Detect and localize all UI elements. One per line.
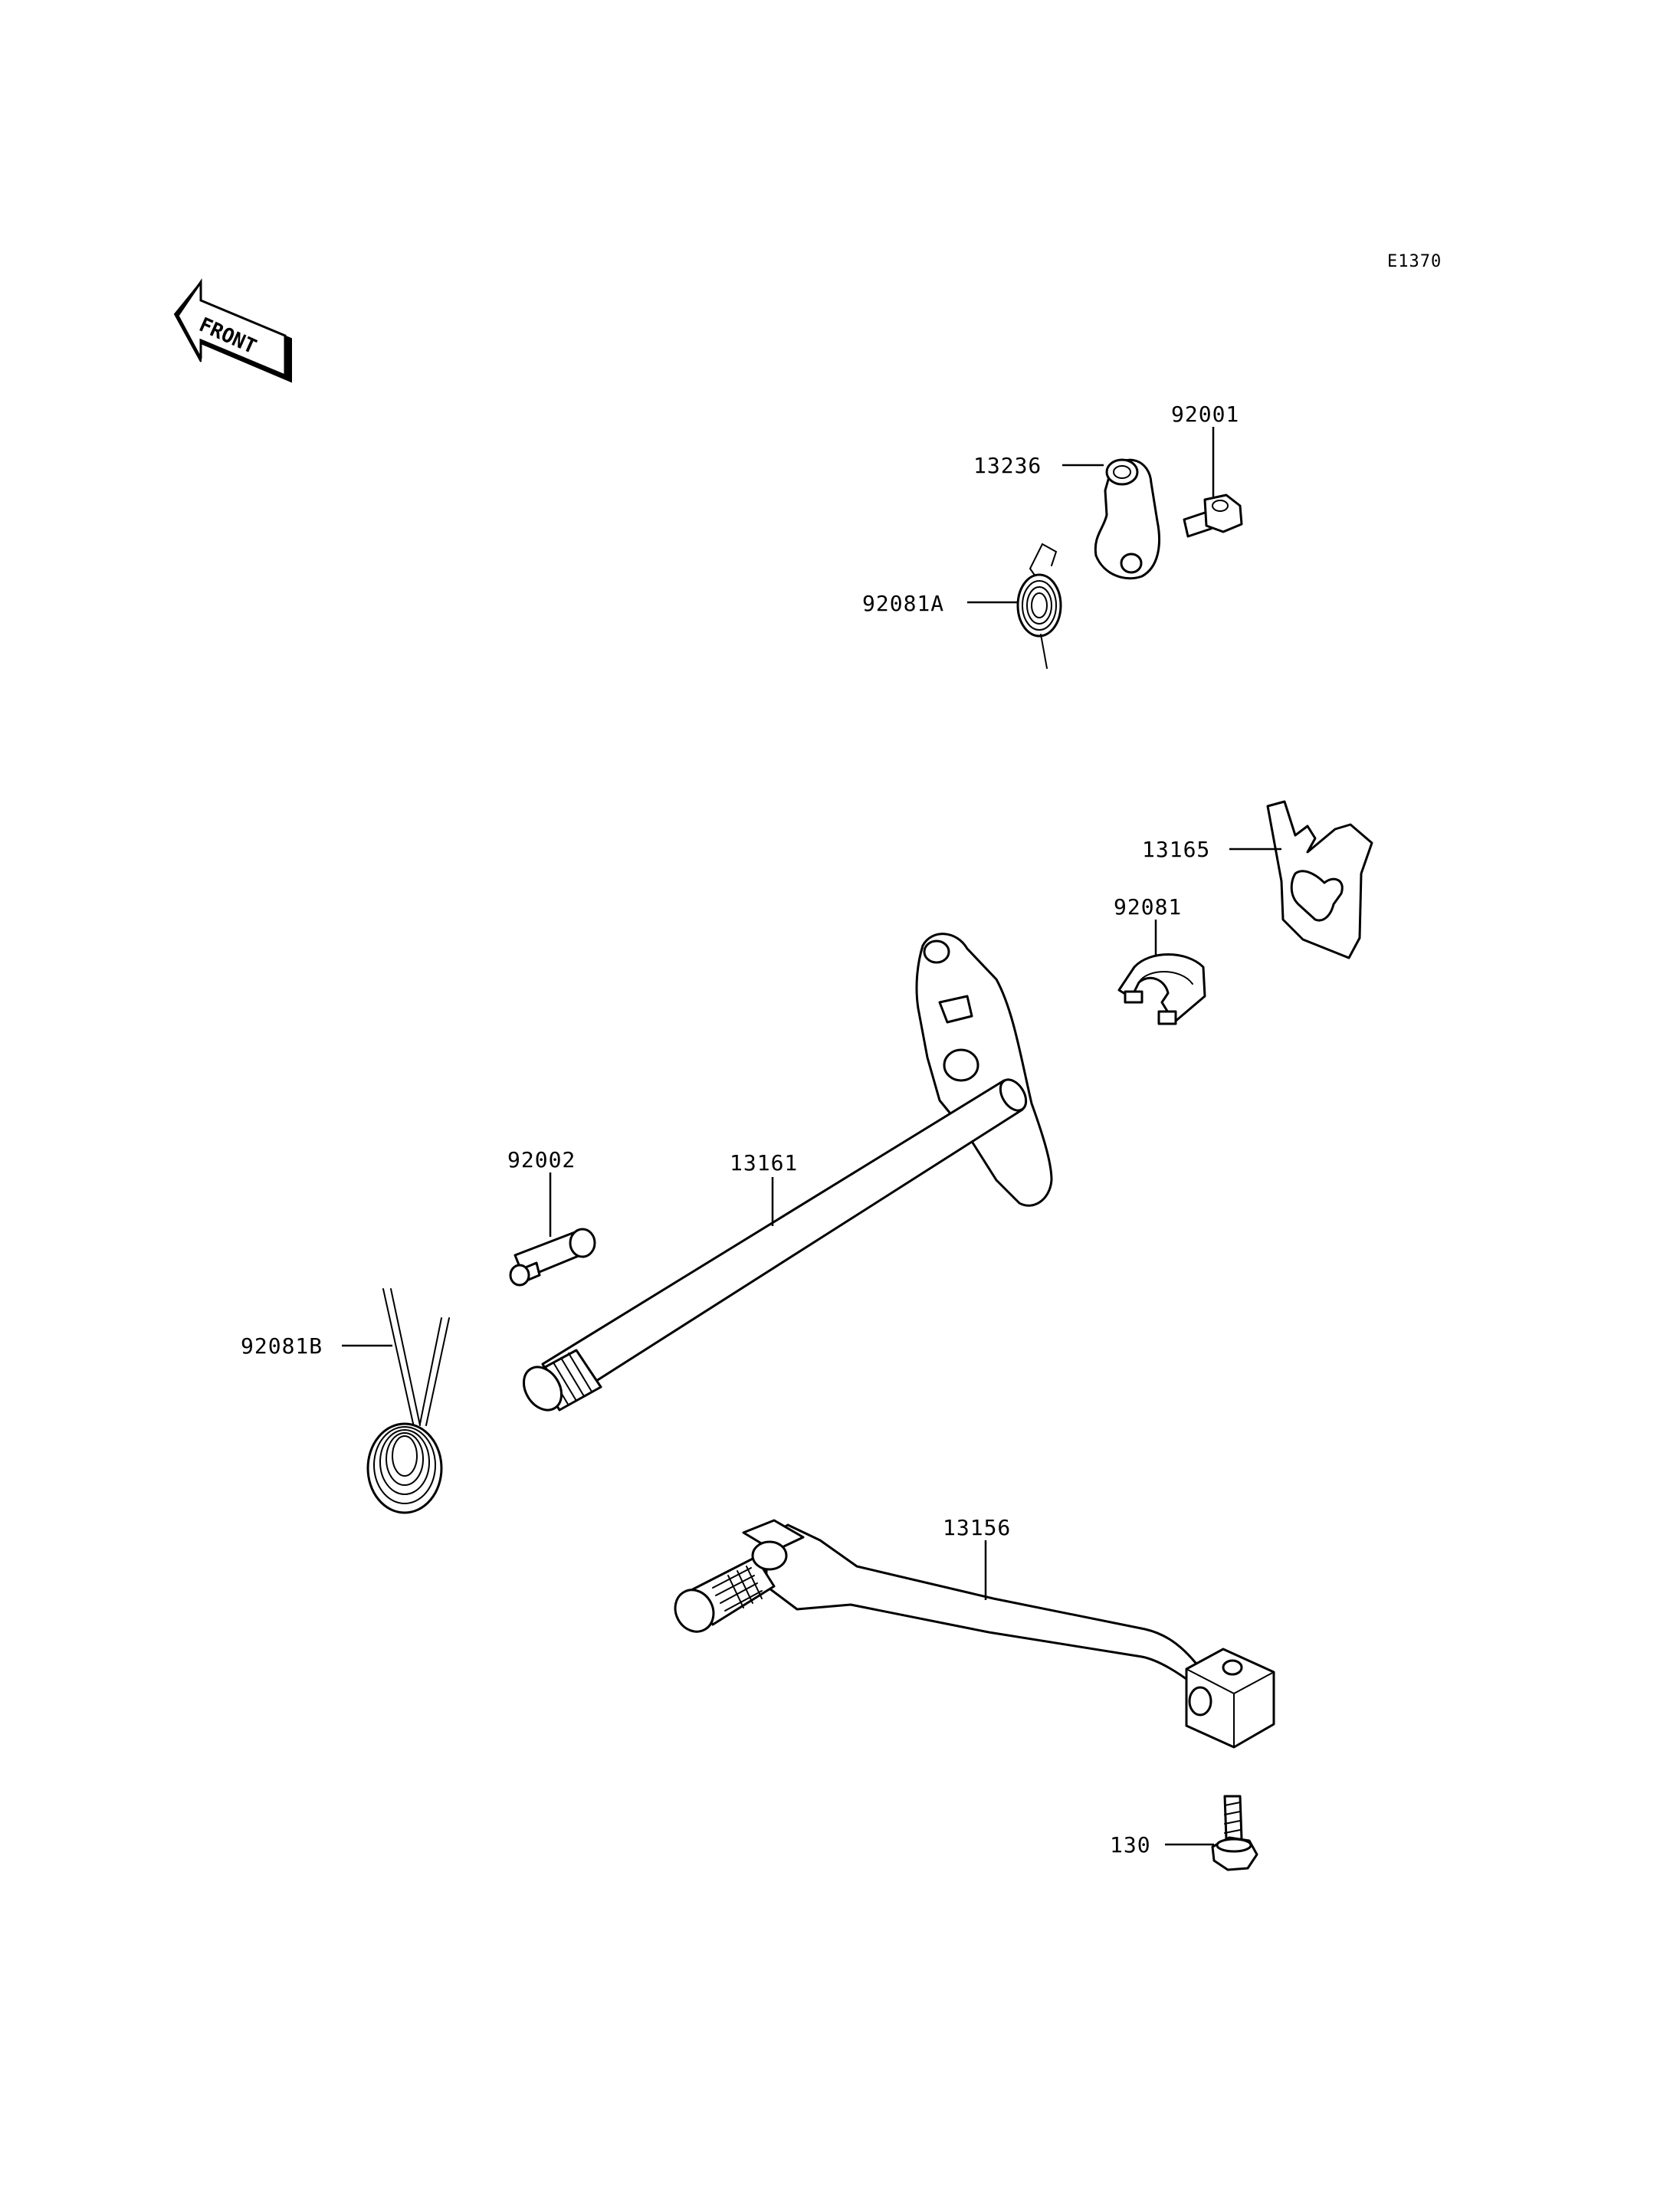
part-92002 [509, 1228, 596, 1287]
label-92002: 92002 [507, 1147, 576, 1172]
part-13165 [1266, 800, 1373, 959]
label-13156: 13156 [943, 1515, 1011, 1540]
diagram-code: E1370 [1387, 252, 1442, 271]
part-92081a [1016, 543, 1062, 669]
label-13236: 13236 [973, 453, 1042, 478]
label-13165: 13165 [1142, 837, 1210, 862]
part-92081b [366, 1288, 450, 1514]
front-arrow-icon: FRONT [173, 278, 292, 383]
part-92081 [1117, 953, 1206, 1025]
part-92001 [1183, 494, 1243, 538]
label-92081: 92081 [1114, 894, 1182, 920]
label-92081a: 92081A [862, 591, 944, 616]
part-130 [1211, 1795, 1258, 1871]
part-13236 [1094, 458, 1160, 580]
part-13161 [522, 933, 1053, 1412]
part-13156 [674, 1519, 1275, 1749]
label-92001: 92001 [1171, 402, 1239, 427]
label-92081b: 92081B [241, 1333, 323, 1359]
label-13161: 13161 [730, 1150, 798, 1176]
label-130: 130 [1110, 1832, 1151, 1858]
